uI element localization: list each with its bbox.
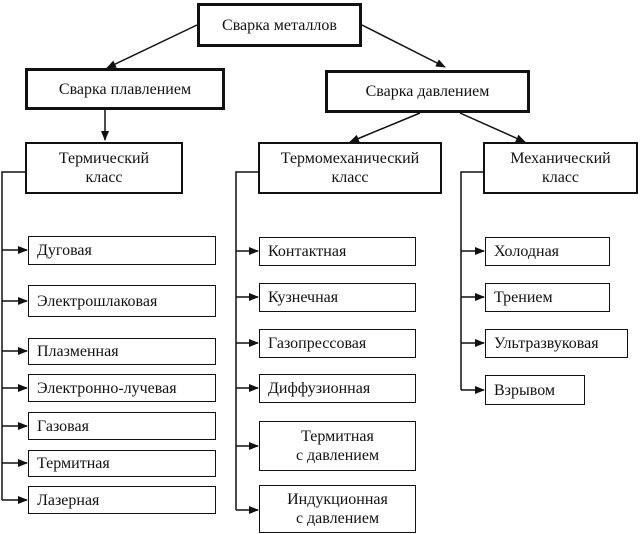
thermomech-item: Индукционная с давлением (259, 485, 416, 533)
thermomech-item: Кузнечная (259, 283, 416, 312)
arrow-root-to-fusion (106, 24, 198, 69)
thermal-item: Лазерная (28, 486, 216, 514)
thermomech-class-node: Термомеханический класс (258, 142, 442, 194)
mech-item: Холодная (485, 237, 610, 266)
thermal-item: Плазменная (28, 338, 216, 365)
arrow-root-to-pressure (361, 24, 446, 68)
thermal-item: Дуговая (28, 236, 216, 265)
bracket-mech (460, 171, 483, 390)
arrow-pressure-to-thermomech (349, 112, 421, 143)
mech-item: Трением (485, 283, 610, 312)
thermomech-item: Газопрессовая (259, 329, 416, 358)
mech-item: Ультразвуковая (485, 329, 628, 358)
bracket-thermomech (235, 171, 258, 510)
thermal-item: Газовая (28, 412, 216, 440)
thermal-item: Электронно-лучевая (28, 374, 216, 402)
root-node: Сварка металлов (197, 3, 362, 47)
mech-class-node: Механический класс (483, 142, 638, 194)
thermomech-item: Термитная с давлением (259, 421, 416, 471)
pressure-node: Сварка давлением (325, 70, 530, 113)
bracket-thermal (1, 171, 25, 500)
mech-item: Взрывом (485, 375, 585, 405)
thermomech-item: Диффузионная (259, 374, 416, 403)
fusion-node: Сварка плавлением (25, 68, 225, 110)
thermal-item: Термитная (28, 450, 216, 477)
thermomech-item: Контактная (259, 237, 416, 266)
thermal-class-node: Термический класс (25, 142, 183, 194)
arrow-pressure-to-mech (459, 112, 526, 143)
thermal-item: Электрошлаковая (28, 285, 216, 317)
